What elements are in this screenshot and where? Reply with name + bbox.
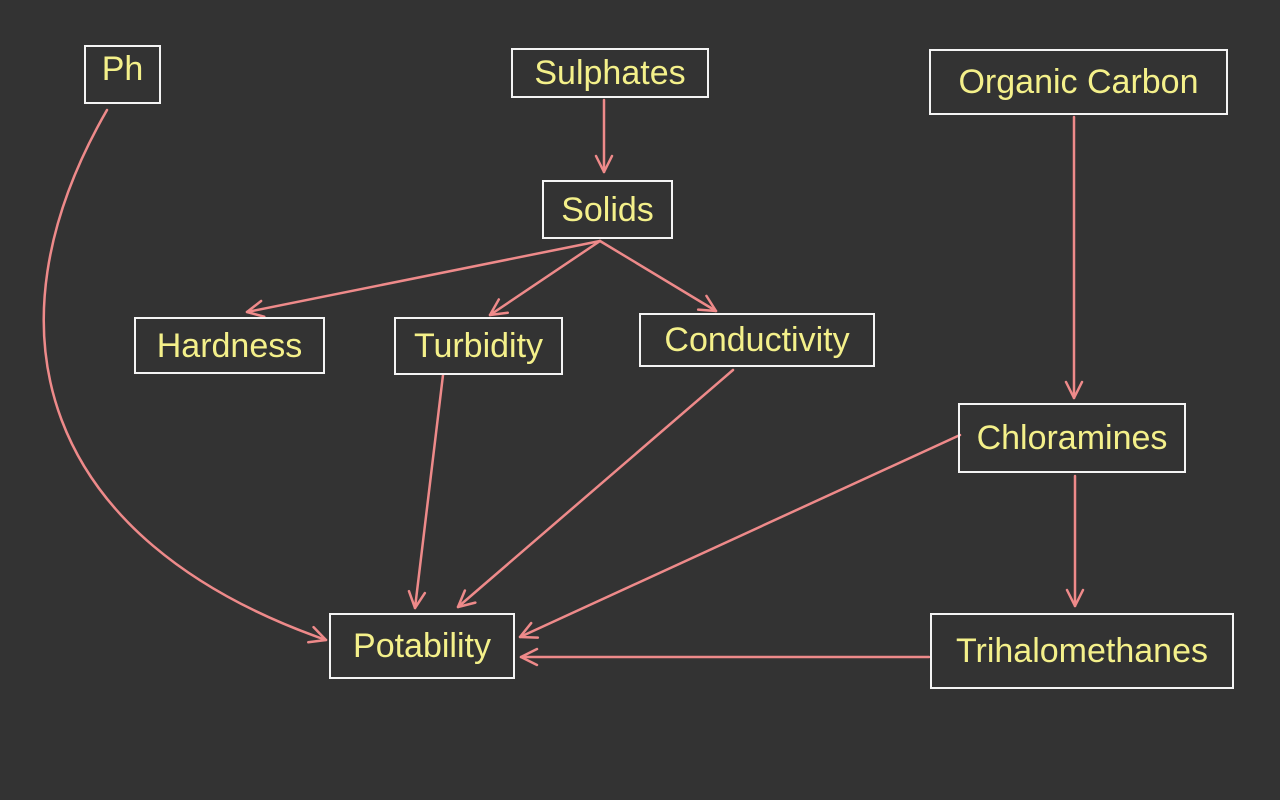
edge-chloramines-to-potability xyxy=(518,433,962,639)
edge-conductivity-to-potability xyxy=(456,368,735,609)
edge-solids-to-turbidity xyxy=(488,239,602,317)
node-solids: Solids xyxy=(542,180,673,239)
node-trihalomethanes-label: Trihalomethanes xyxy=(956,632,1208,670)
node-conductivity-label: Conductivity xyxy=(664,321,850,359)
node-organic-carbon-label: Organic Carbon xyxy=(958,63,1199,101)
node-chloramines: Chloramines xyxy=(958,403,1186,473)
node-conductivity: Conductivity xyxy=(639,313,875,367)
node-turbidity: Turbidity xyxy=(394,317,563,375)
edge-turbidity-to-potability xyxy=(407,373,445,610)
edge-solids-to-conductivity xyxy=(598,239,718,313)
node-hardness-label: Hardness xyxy=(156,326,303,365)
node-sulphates-label: Sulphates xyxy=(534,54,686,92)
node-ph-label: Ph xyxy=(101,49,144,88)
node-sulphates: Sulphates xyxy=(511,48,709,98)
node-organic-carbon: Organic Carbon xyxy=(929,49,1228,115)
node-potability: Potability xyxy=(329,613,515,679)
edge-solids-to-hardness xyxy=(245,239,602,318)
node-trihalomethanes: Trihalomethanes xyxy=(930,613,1234,689)
node-chloramines-label: Chloramines xyxy=(976,419,1168,457)
edge-ph-to-potability xyxy=(42,108,328,644)
node-potability-label: Potability xyxy=(353,627,491,665)
node-turbidity-label: Turbidity xyxy=(413,327,544,365)
node-hardness: Hardness xyxy=(134,317,325,374)
node-solids-label: Solids xyxy=(561,190,654,229)
node-ph: Ph xyxy=(84,45,161,104)
